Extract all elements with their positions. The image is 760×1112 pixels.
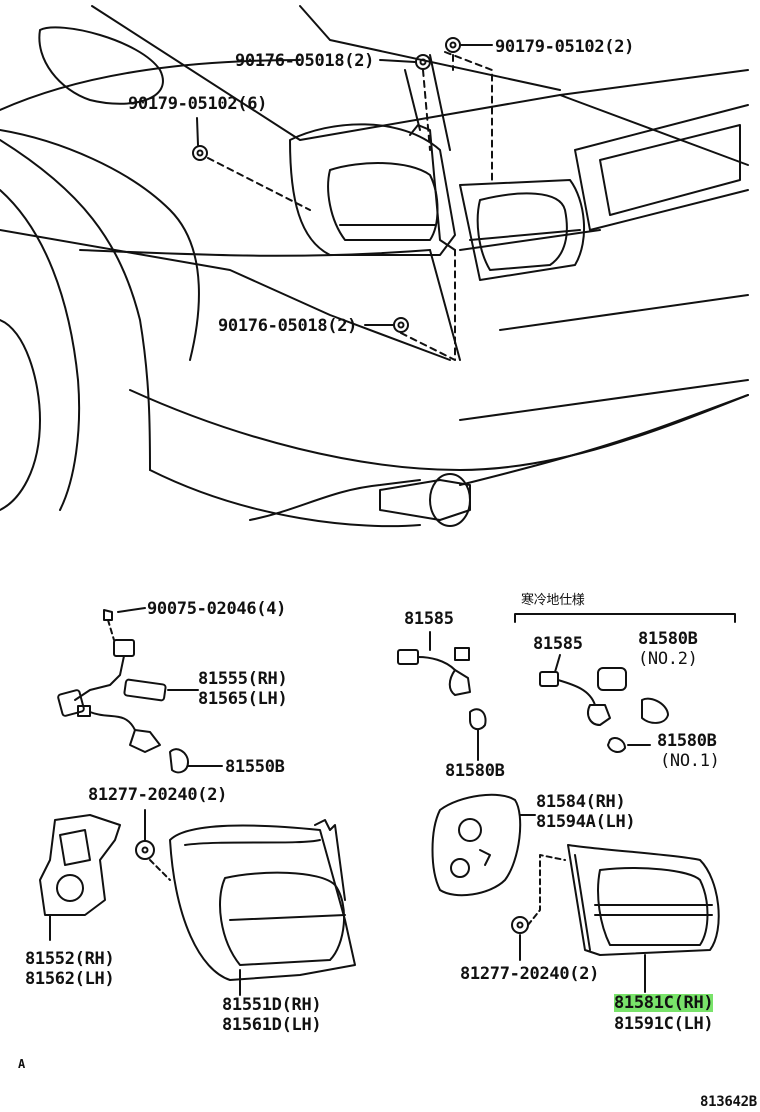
label-81565: 81565(LH) — [198, 689, 288, 709]
label-no1: (NO.1) — [660, 751, 720, 771]
label-81594A: 81594A(LH) — [536, 812, 636, 832]
cushion-81277-left — [135, 809, 171, 881]
label-81580B-no2: 81580B — [638, 629, 698, 649]
corner-mark: A — [18, 1057, 25, 1071]
label-90075-02046: 90075-02046(4) — [147, 599, 287, 619]
cushion-icon — [135, 840, 155, 860]
label-81585-cold: 81585 — [533, 634, 583, 654]
cushion-icon — [511, 916, 529, 934]
lamp-81551D — [169, 819, 356, 996]
socket-wire-81555 — [57, 607, 223, 774]
socket-81585-cold — [539, 654, 669, 753]
label-81580B-standard: 81580B — [445, 761, 505, 781]
cover-81584 — [431, 793, 536, 897]
label-81277-left: 81277-20240(2) — [88, 785, 228, 805]
label-90176-05018-mid: 90176-05018(2) — [218, 316, 358, 336]
label-81550B: 81550B — [225, 757, 285, 777]
clip-top-icon — [445, 37, 461, 53]
diagram-id: 813642B — [700, 1094, 757, 1110]
screw-icon — [103, 609, 113, 621]
label-no2: (NO.2) — [638, 649, 698, 669]
vehicle-rear-body — [0, 5, 749, 528]
label-81585-standard: 81585 — [404, 609, 454, 629]
bulb-no1-icon — [607, 737, 626, 753]
bulb-no2-icon — [641, 697, 669, 724]
label-90176-05018-top: 90176-05018(2) — [235, 51, 375, 71]
label-81561D: 81561D(LH) — [222, 1015, 322, 1035]
label-81581C-highlighted: 81581C(RH) — [614, 993, 714, 1013]
label-81580B-no1: 81580B — [657, 731, 717, 751]
label-81555: 81555(RH) — [198, 669, 288, 689]
label-81591C: 81591C(LH) — [614, 1014, 714, 1034]
socket-81585-standard — [397, 631, 487, 761]
label-cold-region: 寒冷地仕様 — [521, 593, 585, 608]
clip-left-icon — [192, 145, 208, 161]
nut-mid-icon — [393, 317, 409, 333]
cushion-81277-right — [511, 854, 566, 961]
label-81551D: 81551D(RH) — [222, 995, 322, 1015]
cover-81552 — [39, 814, 121, 941]
cold-region-group — [514, 613, 736, 623]
label-81552: 81552(RH) — [25, 949, 115, 969]
vehicle-fasteners — [192, 37, 493, 361]
bulb-81550B-icon — [169, 748, 189, 774]
label-81562: 81562(LH) — [25, 969, 115, 989]
label-81584: 81584(RH) — [536, 792, 626, 812]
label-90179-05102-6: 90179-05102(6) — [128, 94, 268, 114]
leader-line — [379, 59, 416, 63]
label-81277-right: 81277-20240(2) — [460, 964, 600, 984]
leader-line — [196, 117, 199, 146]
bulb-81580B-std-icon — [469, 708, 487, 731]
label-90179-05102-2: 90179-05102(2) — [495, 37, 635, 57]
lamp-81581C — [567, 844, 720, 993]
